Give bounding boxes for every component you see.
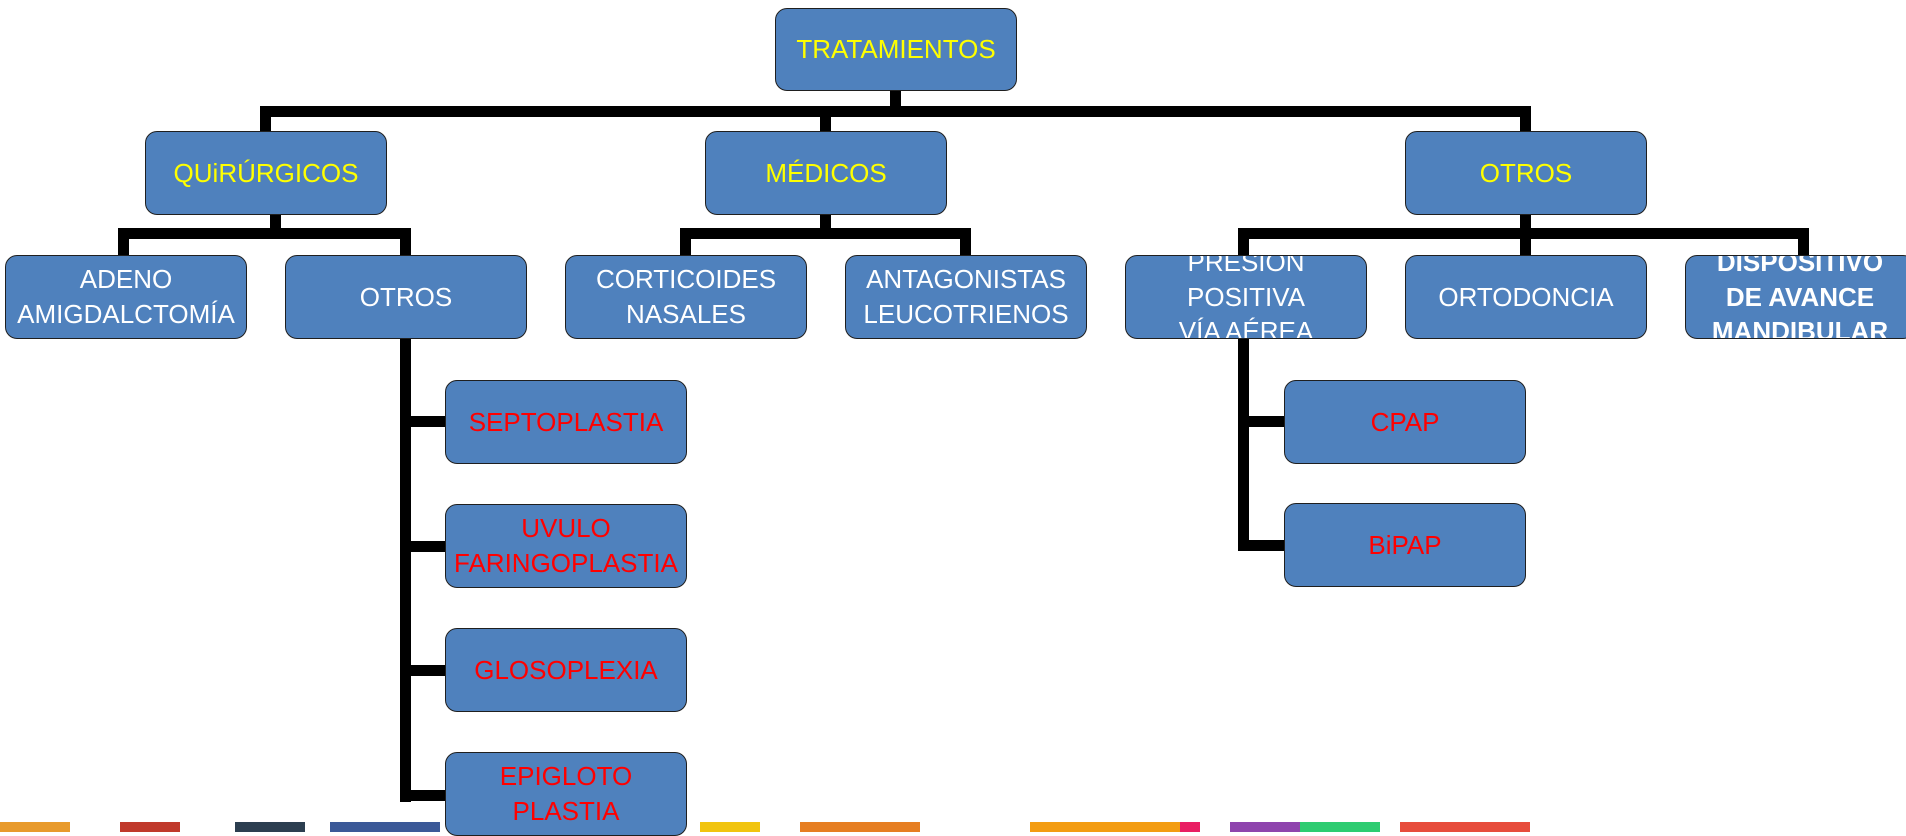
connector-quirurgicos-bus [118,228,411,239]
connector-dispositivo-up [1798,228,1809,256]
connector-level1-bus [260,106,1531,117]
connector-otros-down [1520,214,1531,232]
connector-quirurgicos-up [260,106,271,132]
node-septoplastia[interactable]: SEPTOPLASTIA [445,380,687,464]
node-medicos[interactable]: MÉDICOS [705,131,947,215]
node-adeno-amigdalctomia[interactable]: ADENO AMIGDALCTOMÍA [5,255,247,339]
connector-ortodoncia-up [1520,228,1531,256]
connector-otros-q-up [400,228,411,256]
connector-uvulo-branch [400,541,446,552]
connector-medicos-up [820,106,831,132]
decorative-bottom-strip [0,822,1906,832]
node-dispositivo-avance-mandibular[interactable]: DISPOSITIVO DE AVANCE MANDIBULAR [1685,255,1906,339]
node-quirurgicos[interactable]: QUiRÚRGICOS [145,131,387,215]
connector-presion-trunk [1238,338,1249,551]
node-antagonistas-leucotrienos[interactable]: ANTAGONISTAS LEUCOTRIENOS [845,255,1087,339]
node-glosoplexia[interactable]: GLOSOPLEXIA [445,628,687,712]
node-corticoides-nasales[interactable]: CORTICOIDES NASALES [565,255,807,339]
node-tratamientos[interactable]: TRATAMIENTOS [775,8,1017,91]
node-presion-positiva[interactable]: PRESIÓN POSITIVA VÍA AÉREA [1125,255,1367,339]
connector-presion-up [1238,228,1249,256]
connector-otros-up [1520,106,1531,132]
connector-quirurgicos-down [270,214,281,232]
node-otros-quirurgicos[interactable]: OTROS [285,255,527,339]
node-epigloto-plastia[interactable]: EPIGLOTO PLASTIA [445,752,687,836]
connector-septoplastia-branch [400,416,446,427]
connector-medicos-bus [680,228,971,239]
connector-corticoides-up [680,228,691,256]
connector-root-down [890,90,901,112]
node-ortodoncia[interactable]: ORTODONCIA [1405,255,1647,339]
connector-adeno-up [118,228,129,256]
connector-antagonistas-up [960,228,971,256]
connector-epigloto-branch [400,790,446,801]
node-otros[interactable]: OTROS [1405,131,1647,215]
node-cpap[interactable]: CPAP [1284,380,1526,464]
connector-medicos-down [820,214,831,232]
connector-otros-q-trunk [400,338,411,802]
connector-bipap-branch [1238,540,1284,551]
connector-glosoplexia-branch [400,665,446,676]
node-uvulo-faringoplastia[interactable]: UVULO FARINGOPLASTIA [445,504,687,588]
connector-cpap-branch [1238,416,1284,427]
node-bipap[interactable]: BiPAP [1284,503,1526,587]
